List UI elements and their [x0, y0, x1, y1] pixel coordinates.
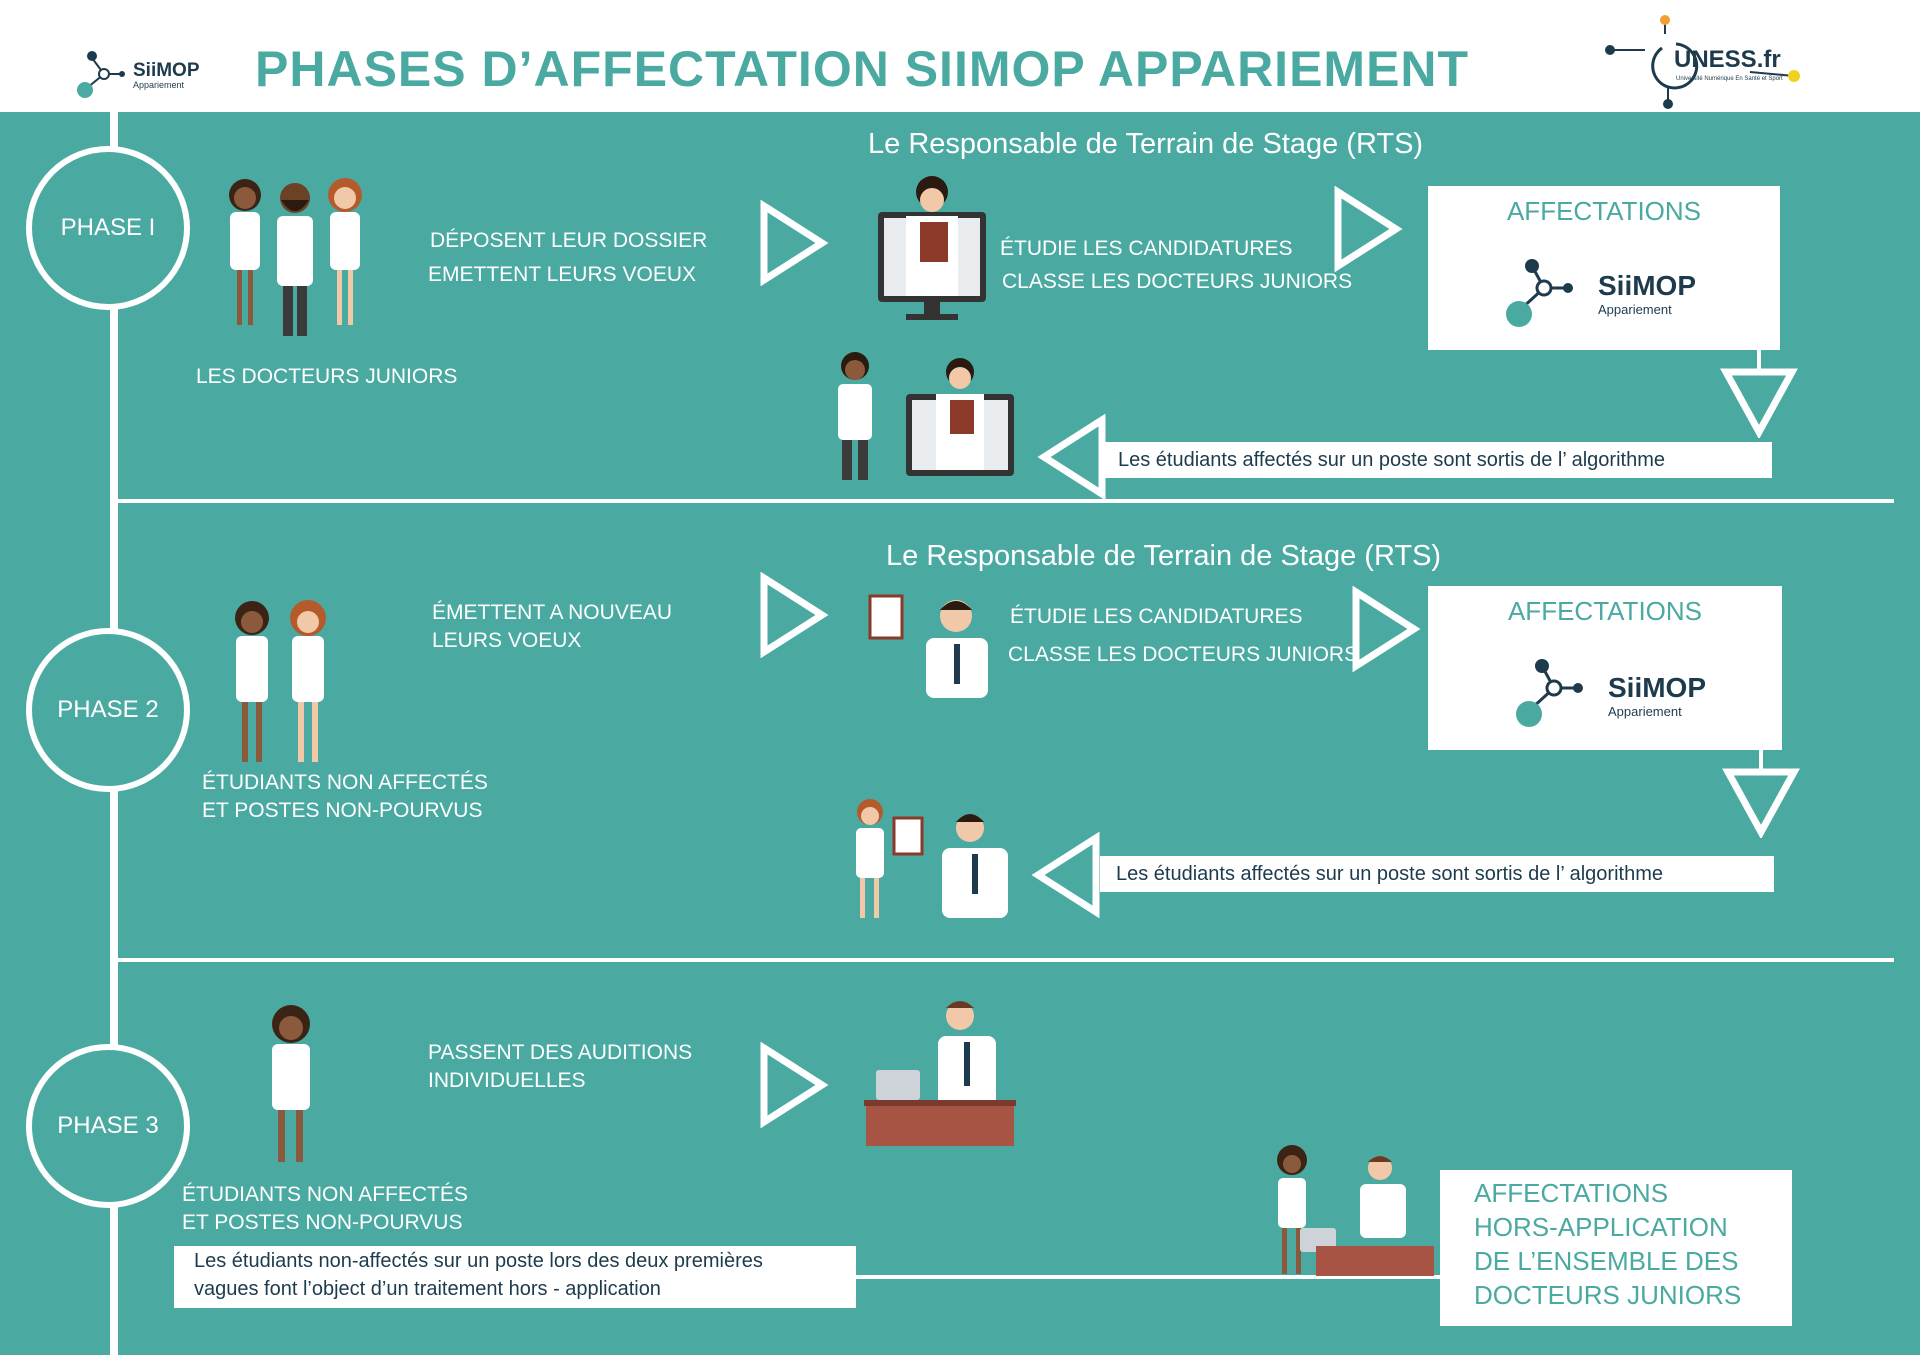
phase3-student-desk-icon [1277, 1145, 1434, 1276]
phase2-action-line1: ÉMETTENT A NOUVEAU [432, 601, 672, 624]
phase1-siimop-sub: Appariement [1598, 302, 1672, 317]
phase1-arrow-down-icon [1720, 368, 1798, 438]
doctors-group-icon [229, 178, 362, 336]
phase-separator-1 [114, 499, 1894, 503]
phase3-arrow-right-icon [760, 1042, 829, 1128]
phase1-action-line1: DÉPOSENT LEUR DOSSIER [430, 229, 708, 252]
phase2-rts-line2: CLASSE LES DOCTEURS JUNIORS [1008, 643, 1359, 666]
phase2-siimop-sub: Appariement [1608, 704, 1682, 719]
phase2-siimop-icon [1516, 659, 1583, 727]
uness-logo-name: UNESS.fr [1674, 46, 1781, 73]
siimop-logo-icon [77, 51, 125, 98]
uness-logo-sub: Université Numérique En Santé et Sport [1676, 76, 1783, 82]
phase1-actor: LES DOCTEURS JUNIORS [196, 365, 458, 388]
phase3-box-line4: DOCTEURS JUNIORS [1474, 1280, 1742, 1310]
rts-monitor-icon [878, 176, 986, 320]
phase1-doctor-rts-icon [838, 352, 1014, 480]
phase2-result-bar: Les étudiants affectés sur un poste sont… [1100, 856, 1774, 892]
phase1-affectations-box: AFFECTATIONS SiiMOP Appariement [1428, 186, 1780, 350]
phase1-result-bar: Les étudiants affectés sur un poste sont… [1102, 442, 1772, 478]
phase2-rts-title: Le Responsable de Terrain de Stage (RTS) [886, 540, 1442, 572]
phase3-note-box: Les étudiants non-affectés sur un poste … [174, 1246, 856, 1308]
phase-separator-2 [114, 958, 1894, 962]
phase2-students-icon [235, 600, 326, 762]
phase3-box-line1: AFFECTATIONS [1474, 1178, 1669, 1208]
phase2-down-connector [1759, 750, 1763, 770]
siimop-logo-sub: Appariement [133, 80, 185, 90]
phase2-rts-line1: ÉTUDIE LES CANDIDATURES [1010, 605, 1303, 628]
phase1-arrow-right-2-icon [1334, 186, 1403, 272]
siimop-logo-name: SiiMOP [133, 60, 200, 81]
phase2-circle: PHASE 2 [26, 628, 190, 792]
phase3-actor-line2: ET POSTES NON-POURVUS [182, 1211, 463, 1234]
phase3-box-line2: HORS-APPLICATION [1474, 1212, 1728, 1242]
phase2-arrow-down-icon [1722, 768, 1800, 838]
phase1-circle: PHASE I [26, 146, 190, 310]
phase3-note-line2: vagues font l’object d’un traitement hor… [194, 1278, 661, 1300]
phase1-siimop-icon [1506, 259, 1573, 327]
phase3-action-line2: INDIVIDUELLES [428, 1069, 586, 1092]
phase3-hors-application-box: AFFECTATIONS HORS-APPLICATION DE L’ENSEM… [1440, 1170, 1792, 1326]
phase2-arrow-right-2-icon [1352, 586, 1421, 672]
phase3-action-line1: PASSENT DES AUDITIONS [428, 1041, 693, 1064]
phase3-box-line3: DE L’ENSEMBLE DES [1474, 1246, 1739, 1276]
phase3-label: PHASE 3 [57, 1112, 159, 1139]
phase2-actor-line1: ÉTUDIANTS NON AFFECTÉS [202, 771, 488, 794]
phase1-rts-line2: CLASSE LES DOCTEURS JUNIORS [1002, 270, 1353, 293]
phase2-action-line2: LEURS VOEUX [432, 629, 582, 652]
phase2-affectations-box: AFFECTATIONS SiiMOP Appariement [1428, 586, 1782, 750]
phase3-connector-line [850, 1275, 1440, 1279]
phase1-result-text: Les étudiants affectés sur un poste sont… [1118, 448, 1665, 471]
phase1-arrow-right-icon [760, 200, 829, 286]
phase1-rts-line1: ÉTUDIE LES CANDIDATURES [1000, 237, 1293, 260]
phase2-student-rts-icon [856, 799, 1008, 918]
phase2-arrow-right-icon [760, 572, 829, 658]
phase1-arrow-left-icon [1037, 414, 1106, 500]
phase2-actor-line2: ET POSTES NON-POURVUS [202, 799, 483, 822]
phase3-student-icon [272, 1005, 310, 1162]
page-title: PHASES D’AFFECTATION SIIMOP APPARIEMENT [255, 41, 1470, 97]
phase2-label: PHASE 2 [57, 696, 159, 723]
phase1-rts-title: Le Responsable de Terrain de Stage (RTS) [868, 128, 1424, 160]
phase3-interview-desk-icon [864, 1001, 1016, 1146]
phase1-action-line2: EMETTENT LEURS VOEUX [428, 263, 696, 286]
phase1-siimop-name: SiiMOP [1598, 270, 1697, 301]
phase2-arrow-left-icon [1031, 832, 1100, 918]
phase1-box-title: AFFECTATIONS [1506, 196, 1702, 226]
phase3-circle: PHASE 3 [26, 1044, 190, 1208]
phase2-rts-clipboard-icon [868, 594, 988, 698]
phase2-siimop-name: SiiMOP [1608, 672, 1707, 703]
phase1-label: PHASE I [60, 214, 156, 241]
uness-logo-icon [1605, 15, 1800, 109]
phase3-note-line1: Les étudiants non-affectés sur un poste … [194, 1250, 763, 1272]
header: SiiMOP Appariement PHASES D’AFFECTATION … [0, 0, 1920, 112]
phase3-actor-line1: ÉTUDIANTS NON AFFECTÉS [182, 1183, 468, 1206]
phase2-box-title: AFFECTATIONS [1507, 596, 1703, 626]
phase2-result-text: Les étudiants affectés sur un poste sont… [1116, 862, 1663, 885]
phase1-down-connector [1757, 350, 1761, 370]
